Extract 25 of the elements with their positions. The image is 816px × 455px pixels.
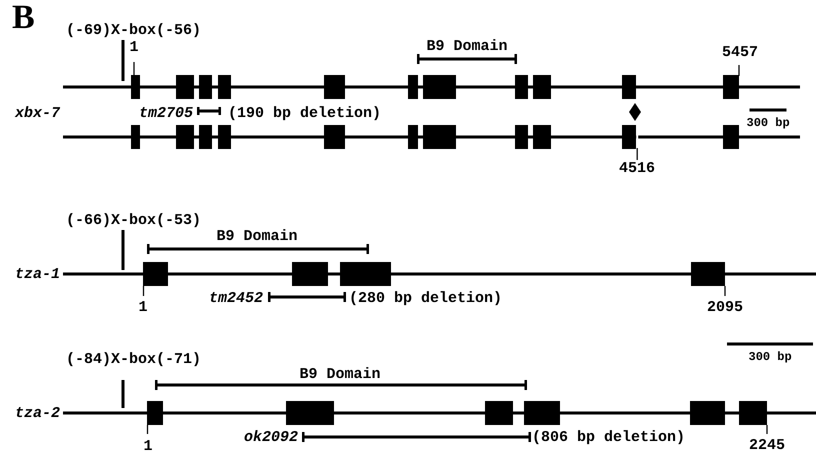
scale-label: 300 bp [746, 116, 790, 130]
x-box-label: (-84)X-box(-71) [66, 350, 202, 368]
position-number: 1 [130, 38, 139, 56]
gene-name: tza-1 [15, 266, 60, 282]
deletion-label: (806 bp deletion) [532, 428, 686, 446]
domain-label: B9 Domain [426, 38, 508, 54]
gene-name: xbx-7 [15, 104, 60, 122]
allele-name: tm2452 [209, 290, 264, 306]
position-number: 1 [144, 438, 153, 454]
domain-label: B9 Domain [300, 366, 381, 382]
x-box-label: (-69)X-box(-56) [66, 22, 202, 38]
allele-name: tm2705 [139, 104, 194, 122]
gene-name: tza-2 [15, 404, 60, 422]
position-number: 2245 [749, 436, 786, 454]
allele-name: ok2092 [244, 428, 298, 446]
deletion-label: (190 bp deletion) [228, 104, 382, 122]
position-number: 4516 [619, 160, 656, 176]
position-number: 5457 [722, 44, 758, 60]
domain-label: B9 Domain [216, 228, 298, 244]
x-box-label: (-66)X-box(-53) [66, 212, 202, 228]
panel-label: B [12, 1, 35, 35]
position-number: 2095 [707, 298, 744, 316]
deletion-label: (280 bp deletion) [349, 290, 502, 306]
position-number: 1 [138, 298, 148, 316]
scale-label: 300 bp [748, 350, 792, 364]
